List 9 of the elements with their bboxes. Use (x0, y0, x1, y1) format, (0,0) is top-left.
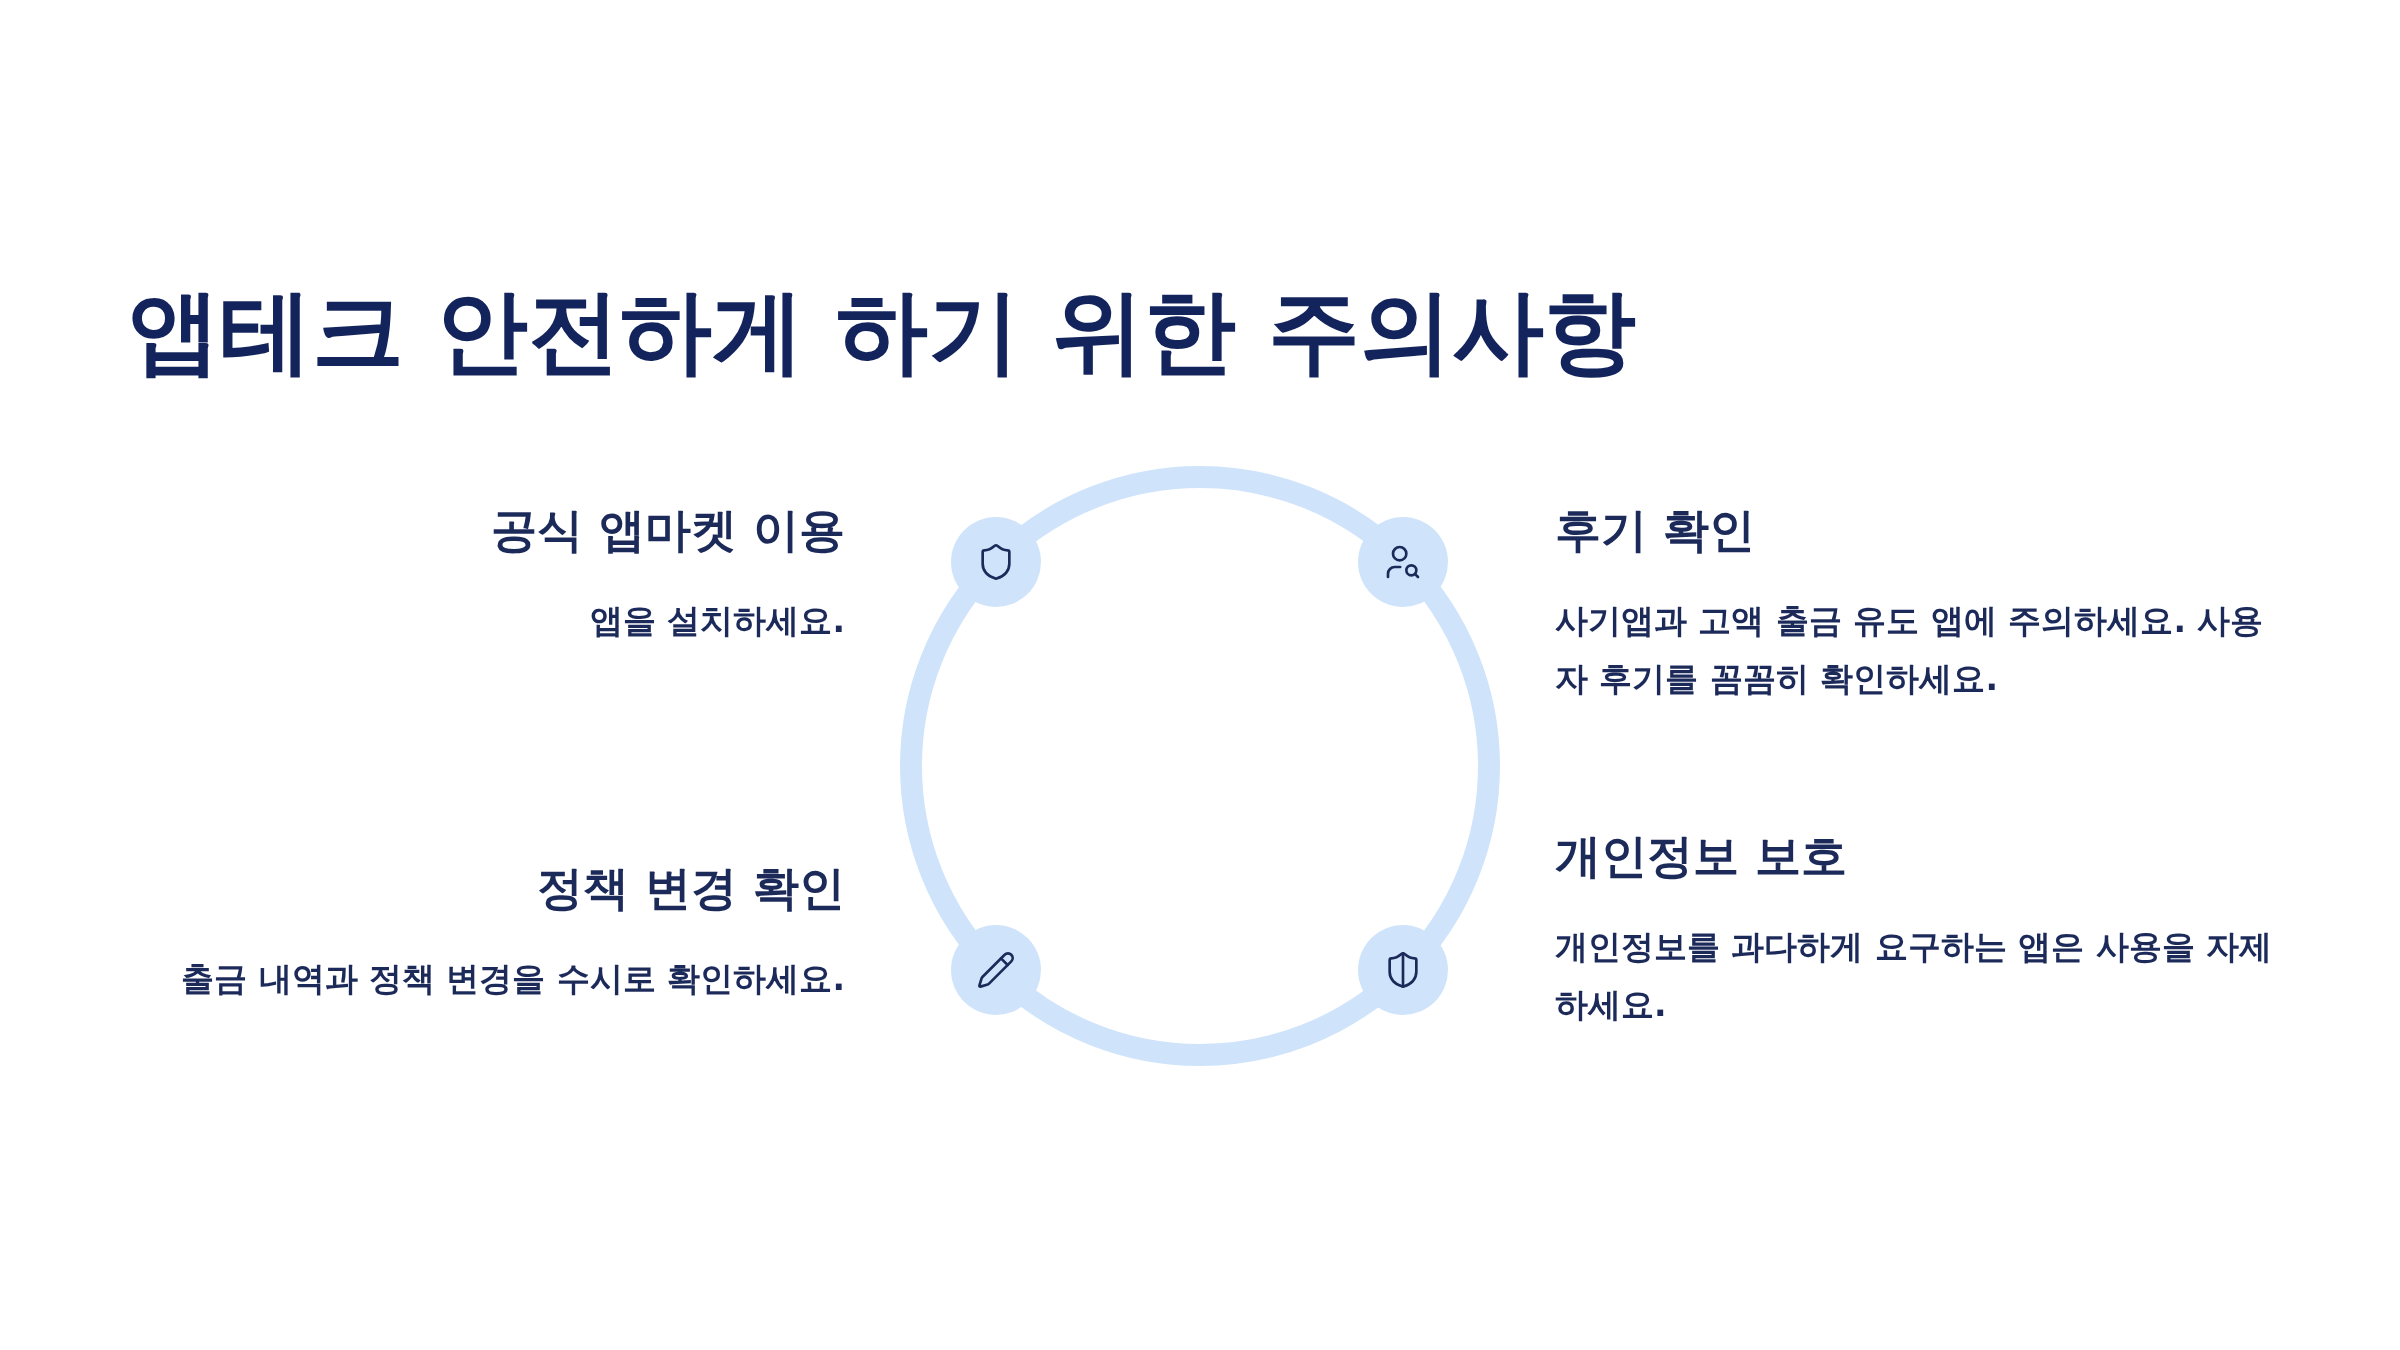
item-description: 앱을 설치하세요. (588, 600, 845, 642)
item-heading: 공식 앱마켓 이용 (489, 502, 845, 559)
item-heading: 후기 확인 (1555, 502, 1756, 559)
item-description: 출금 내역과 정책 변경을 수시로 확인하세요. (180, 958, 845, 1000)
item-heading: 개인정보 보호 (1555, 828, 1848, 885)
title: 앱테크 안전하게 하기 위한 주의사항 (128, 277, 1637, 387)
item-heading: 정책 변경 확인 (535, 860, 845, 917)
item-description: 사기앱과 고액 출금 유도 앱에 주의하세요. 사용자 후기를 꼼꼼히 확인하세요. (1555, 600, 2265, 700)
item-description: 개인정보를 과다하게 요구하는 앱은 사용을 자제하세요. (1555, 926, 2274, 1026)
